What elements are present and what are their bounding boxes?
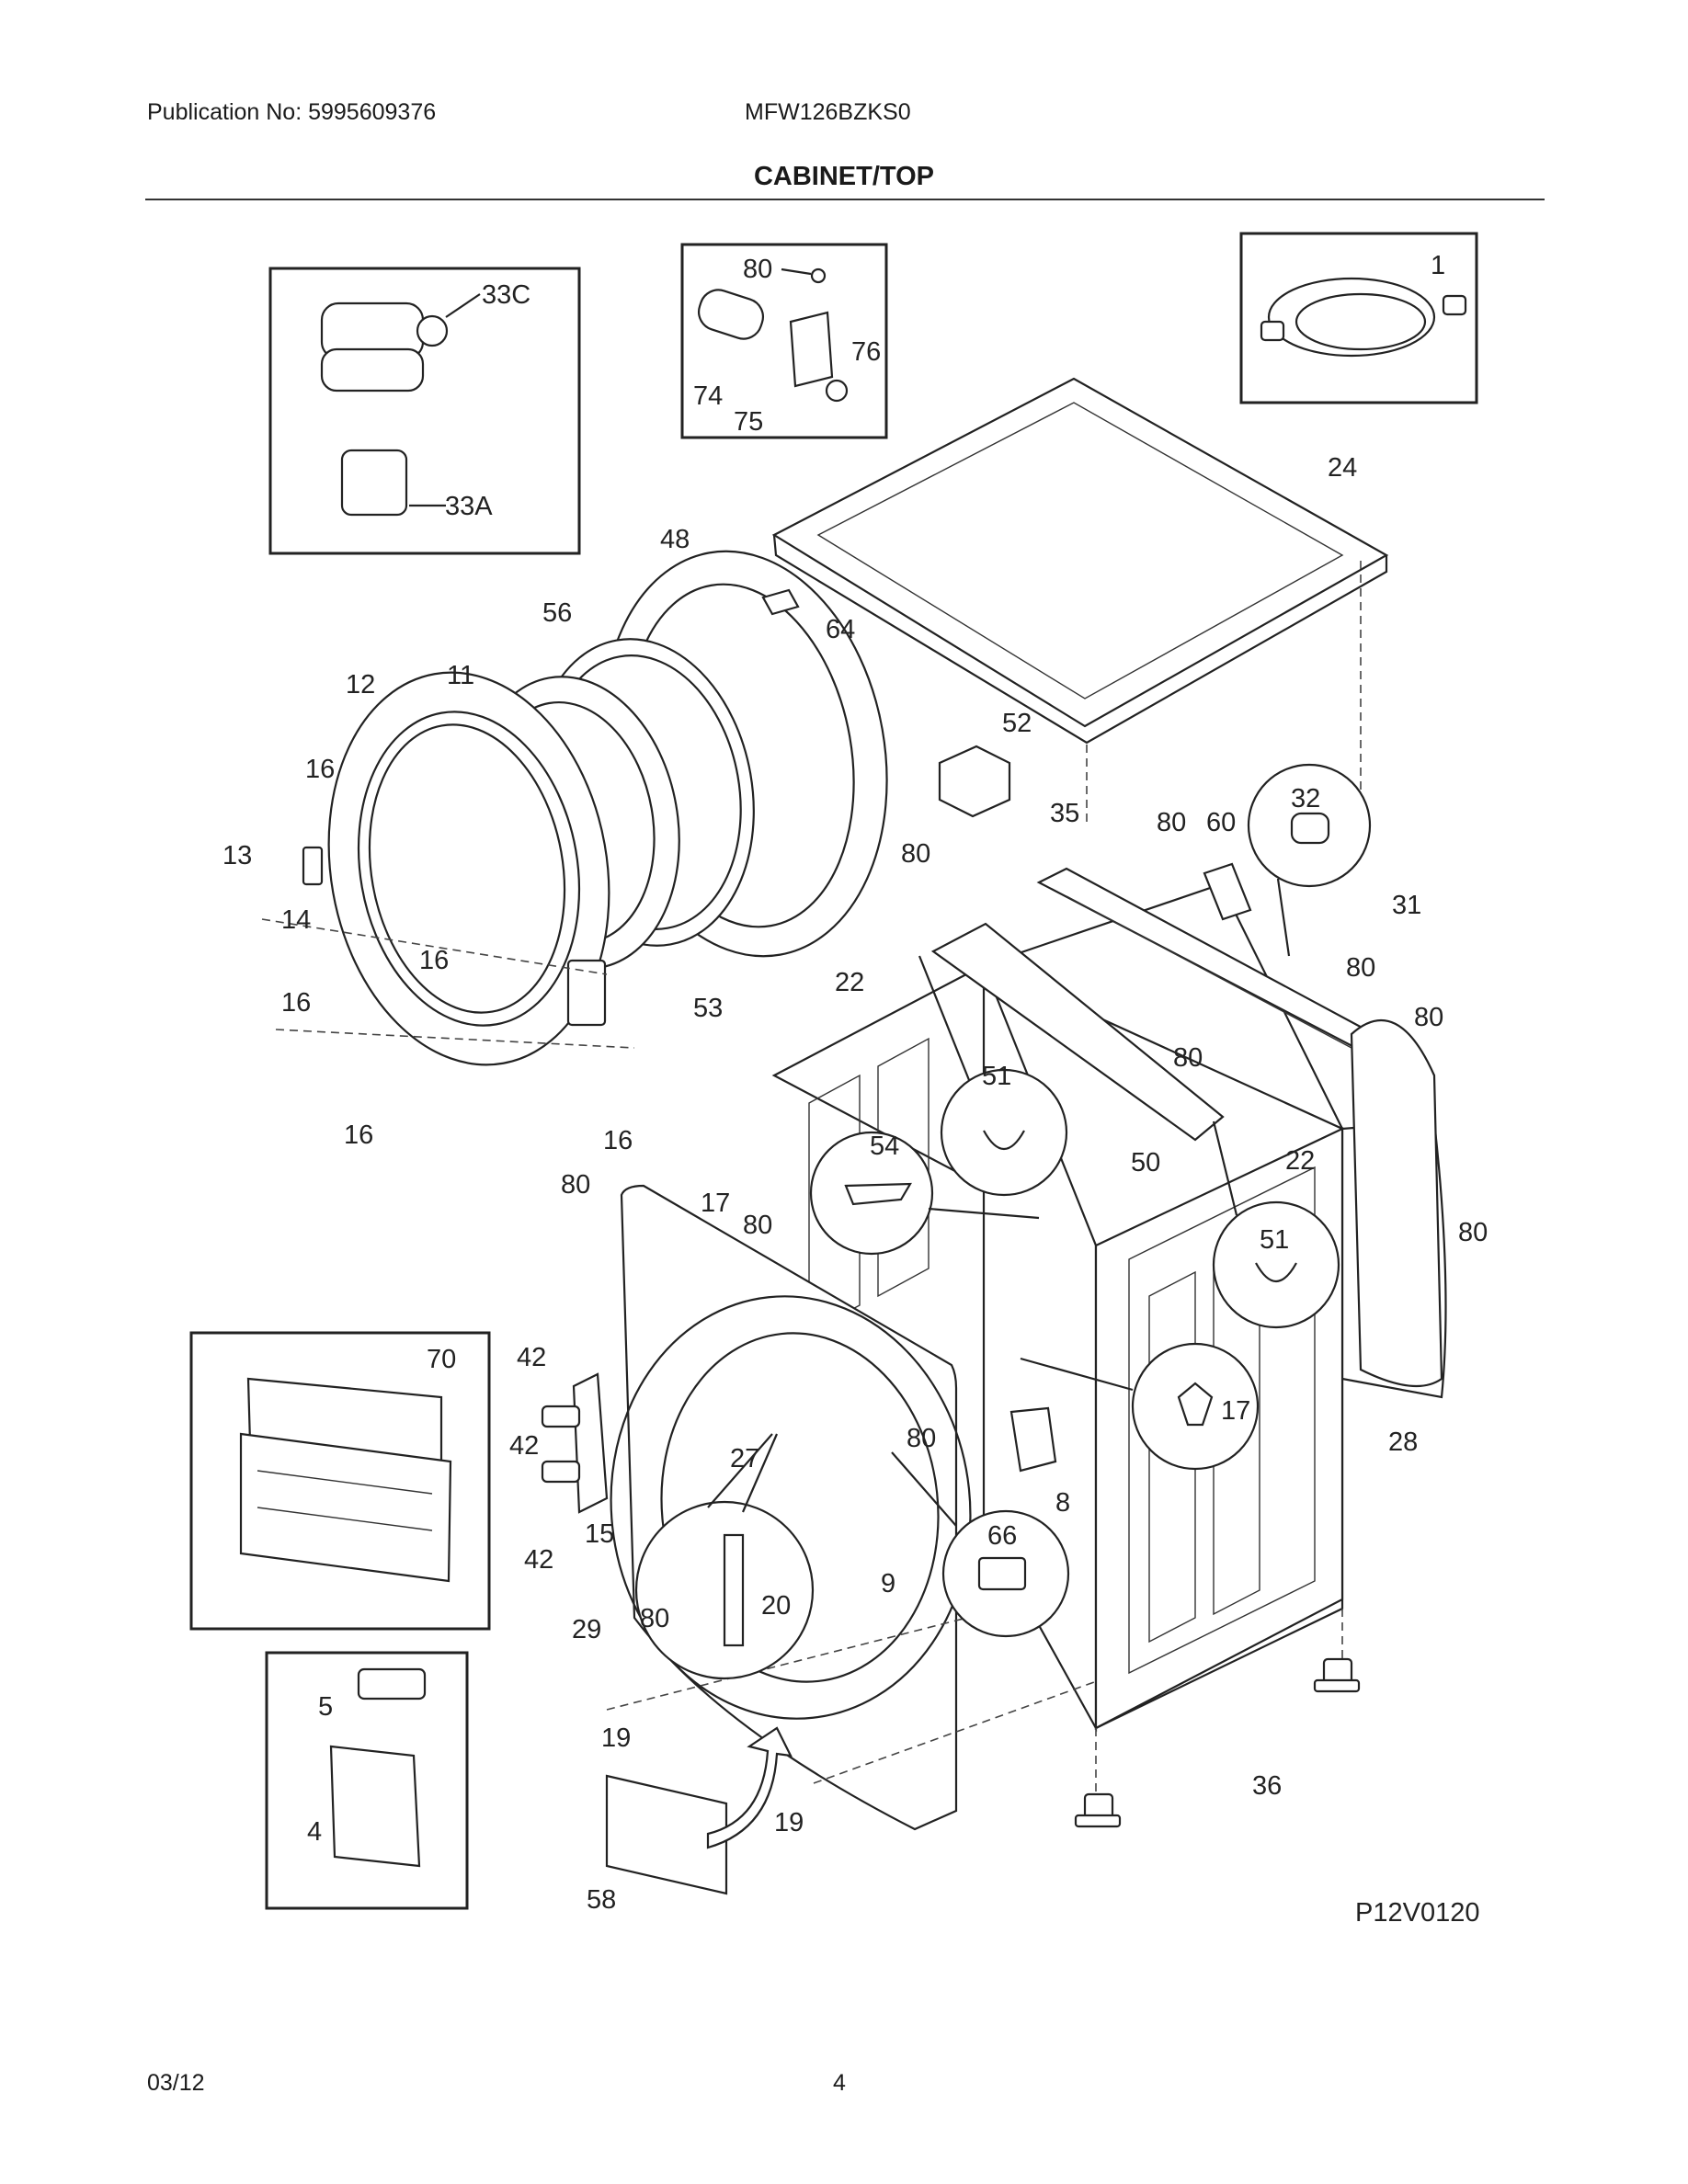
callout-13: 13 xyxy=(222,841,252,870)
callout-16e: 16 xyxy=(603,1126,633,1155)
callout-16c: 16 xyxy=(281,988,311,1018)
magnifier-20 xyxy=(634,1433,815,1680)
callout-15: 15 xyxy=(585,1519,614,1549)
callout-48: 48 xyxy=(660,525,690,554)
callout-80e: 80 xyxy=(1414,1003,1443,1032)
callout-16a: 16 xyxy=(305,755,335,784)
callout-74: 74 xyxy=(693,381,723,411)
callout-56: 56 xyxy=(542,598,572,628)
callout-80b: 80 xyxy=(901,839,930,869)
callout-60: 60 xyxy=(1206,808,1236,837)
door-hinge xyxy=(541,1372,609,1514)
callout-17b: 17 xyxy=(1221,1396,1250,1426)
callout-19b: 19 xyxy=(774,1808,804,1837)
callout-20: 20 xyxy=(761,1591,791,1621)
publication-number: Publication No: 5995609376 xyxy=(147,99,437,125)
callout-42b: 42 xyxy=(509,1431,539,1461)
inset-control-board xyxy=(189,1331,491,1631)
callout-50: 50 xyxy=(1131,1148,1160,1177)
callout-8: 8 xyxy=(1055,1488,1070,1518)
callout-27: 27 xyxy=(730,1444,759,1473)
callout-labels: 1 4 5 8 9 11 12 13 14 15 16 16 16 16 16 … xyxy=(222,251,1488,1928)
publication-date: 03/12 xyxy=(147,2070,205,2096)
page-number: 4 xyxy=(833,2070,846,2096)
inset-valve xyxy=(268,267,581,555)
callout-80a: 80 xyxy=(743,255,772,284)
callout-42c: 42 xyxy=(524,1545,553,1575)
callout-51b: 51 xyxy=(1260,1225,1289,1255)
callout-80c: 80 xyxy=(1157,808,1186,837)
callout-33C: 33C xyxy=(482,280,530,310)
inset-capacitor xyxy=(680,243,888,439)
callout-54: 54 xyxy=(870,1132,899,1161)
inset-door-lock xyxy=(265,1651,469,1910)
callout-11: 11 xyxy=(447,661,474,690)
callout-80j: 80 xyxy=(907,1424,936,1453)
small-parts xyxy=(761,588,1252,921)
kick-panel xyxy=(605,1726,793,1895)
callout-66: 66 xyxy=(987,1521,1017,1551)
model-number: MFW126BZKS0 xyxy=(745,99,911,125)
callout-70: 70 xyxy=(427,1345,456,1374)
callout-58: 58 xyxy=(587,1885,616,1915)
callout-35: 35 xyxy=(1050,799,1079,828)
callout-22b: 22 xyxy=(1285,1146,1315,1176)
callout-36: 36 xyxy=(1252,1771,1282,1801)
callout-16d: 16 xyxy=(344,1120,373,1150)
callout-1: 1 xyxy=(1431,251,1445,280)
magnifier-32 xyxy=(1247,763,1372,957)
callout-42a: 42 xyxy=(517,1343,546,1372)
leveling-legs xyxy=(1074,1657,1361,1828)
magnifier-51-upper xyxy=(918,955,1068,1197)
callout-80h: 80 xyxy=(743,1211,772,1240)
callout-5: 5 xyxy=(318,1692,333,1722)
callout-29: 29 xyxy=(572,1615,601,1644)
inset-hose xyxy=(1239,232,1478,404)
door-lock-bracket xyxy=(1009,1406,1057,1473)
top-panel xyxy=(771,377,1389,827)
door-assembly xyxy=(261,550,888,1066)
callout-4: 4 xyxy=(307,1817,322,1847)
callout-76: 76 xyxy=(851,337,881,367)
callout-24: 24 xyxy=(1328,453,1357,483)
callout-19a: 19 xyxy=(601,1723,631,1753)
magnifier-51-lower xyxy=(1212,1120,1340,1329)
callout-31: 31 xyxy=(1392,891,1421,920)
callout-80g: 80 xyxy=(561,1170,590,1200)
callout-75: 75 xyxy=(734,407,763,437)
callout-22a: 22 xyxy=(835,968,864,997)
page-title: CABINET/TOP xyxy=(753,162,935,191)
callout-32: 32 xyxy=(1291,784,1320,813)
magnifier-54 xyxy=(809,1131,1040,1256)
callout-53: 53 xyxy=(693,994,723,1023)
magnifier-66 xyxy=(891,1451,1070,1638)
callout-12: 12 xyxy=(346,670,375,700)
callout-80f: 80 xyxy=(1173,1043,1203,1073)
callout-51a: 51 xyxy=(982,1062,1011,1091)
callout-16b: 16 xyxy=(419,946,449,975)
callout-14: 14 xyxy=(281,905,311,935)
callout-80k: 80 xyxy=(640,1604,669,1633)
callout-64: 64 xyxy=(826,615,855,644)
magnifier-17 xyxy=(1020,1342,1260,1471)
drawing-code: P12V0120 xyxy=(1355,1898,1479,1928)
callout-28: 28 xyxy=(1388,1428,1418,1457)
callout-33A: 33A xyxy=(445,492,493,521)
exploded-parts-diagram: 1 4 5 8 9 11 12 13 14 15 16 16 16 16 16 … xyxy=(189,232,1488,1928)
callout-9: 9 xyxy=(881,1569,895,1598)
callout-17a: 17 xyxy=(701,1189,730,1218)
side-panel xyxy=(1350,1018,1443,1388)
callout-80i: 80 xyxy=(1458,1218,1488,1247)
callout-52: 52 xyxy=(1002,709,1032,738)
title-divider xyxy=(145,199,1545,200)
callout-80d: 80 xyxy=(1346,953,1375,983)
